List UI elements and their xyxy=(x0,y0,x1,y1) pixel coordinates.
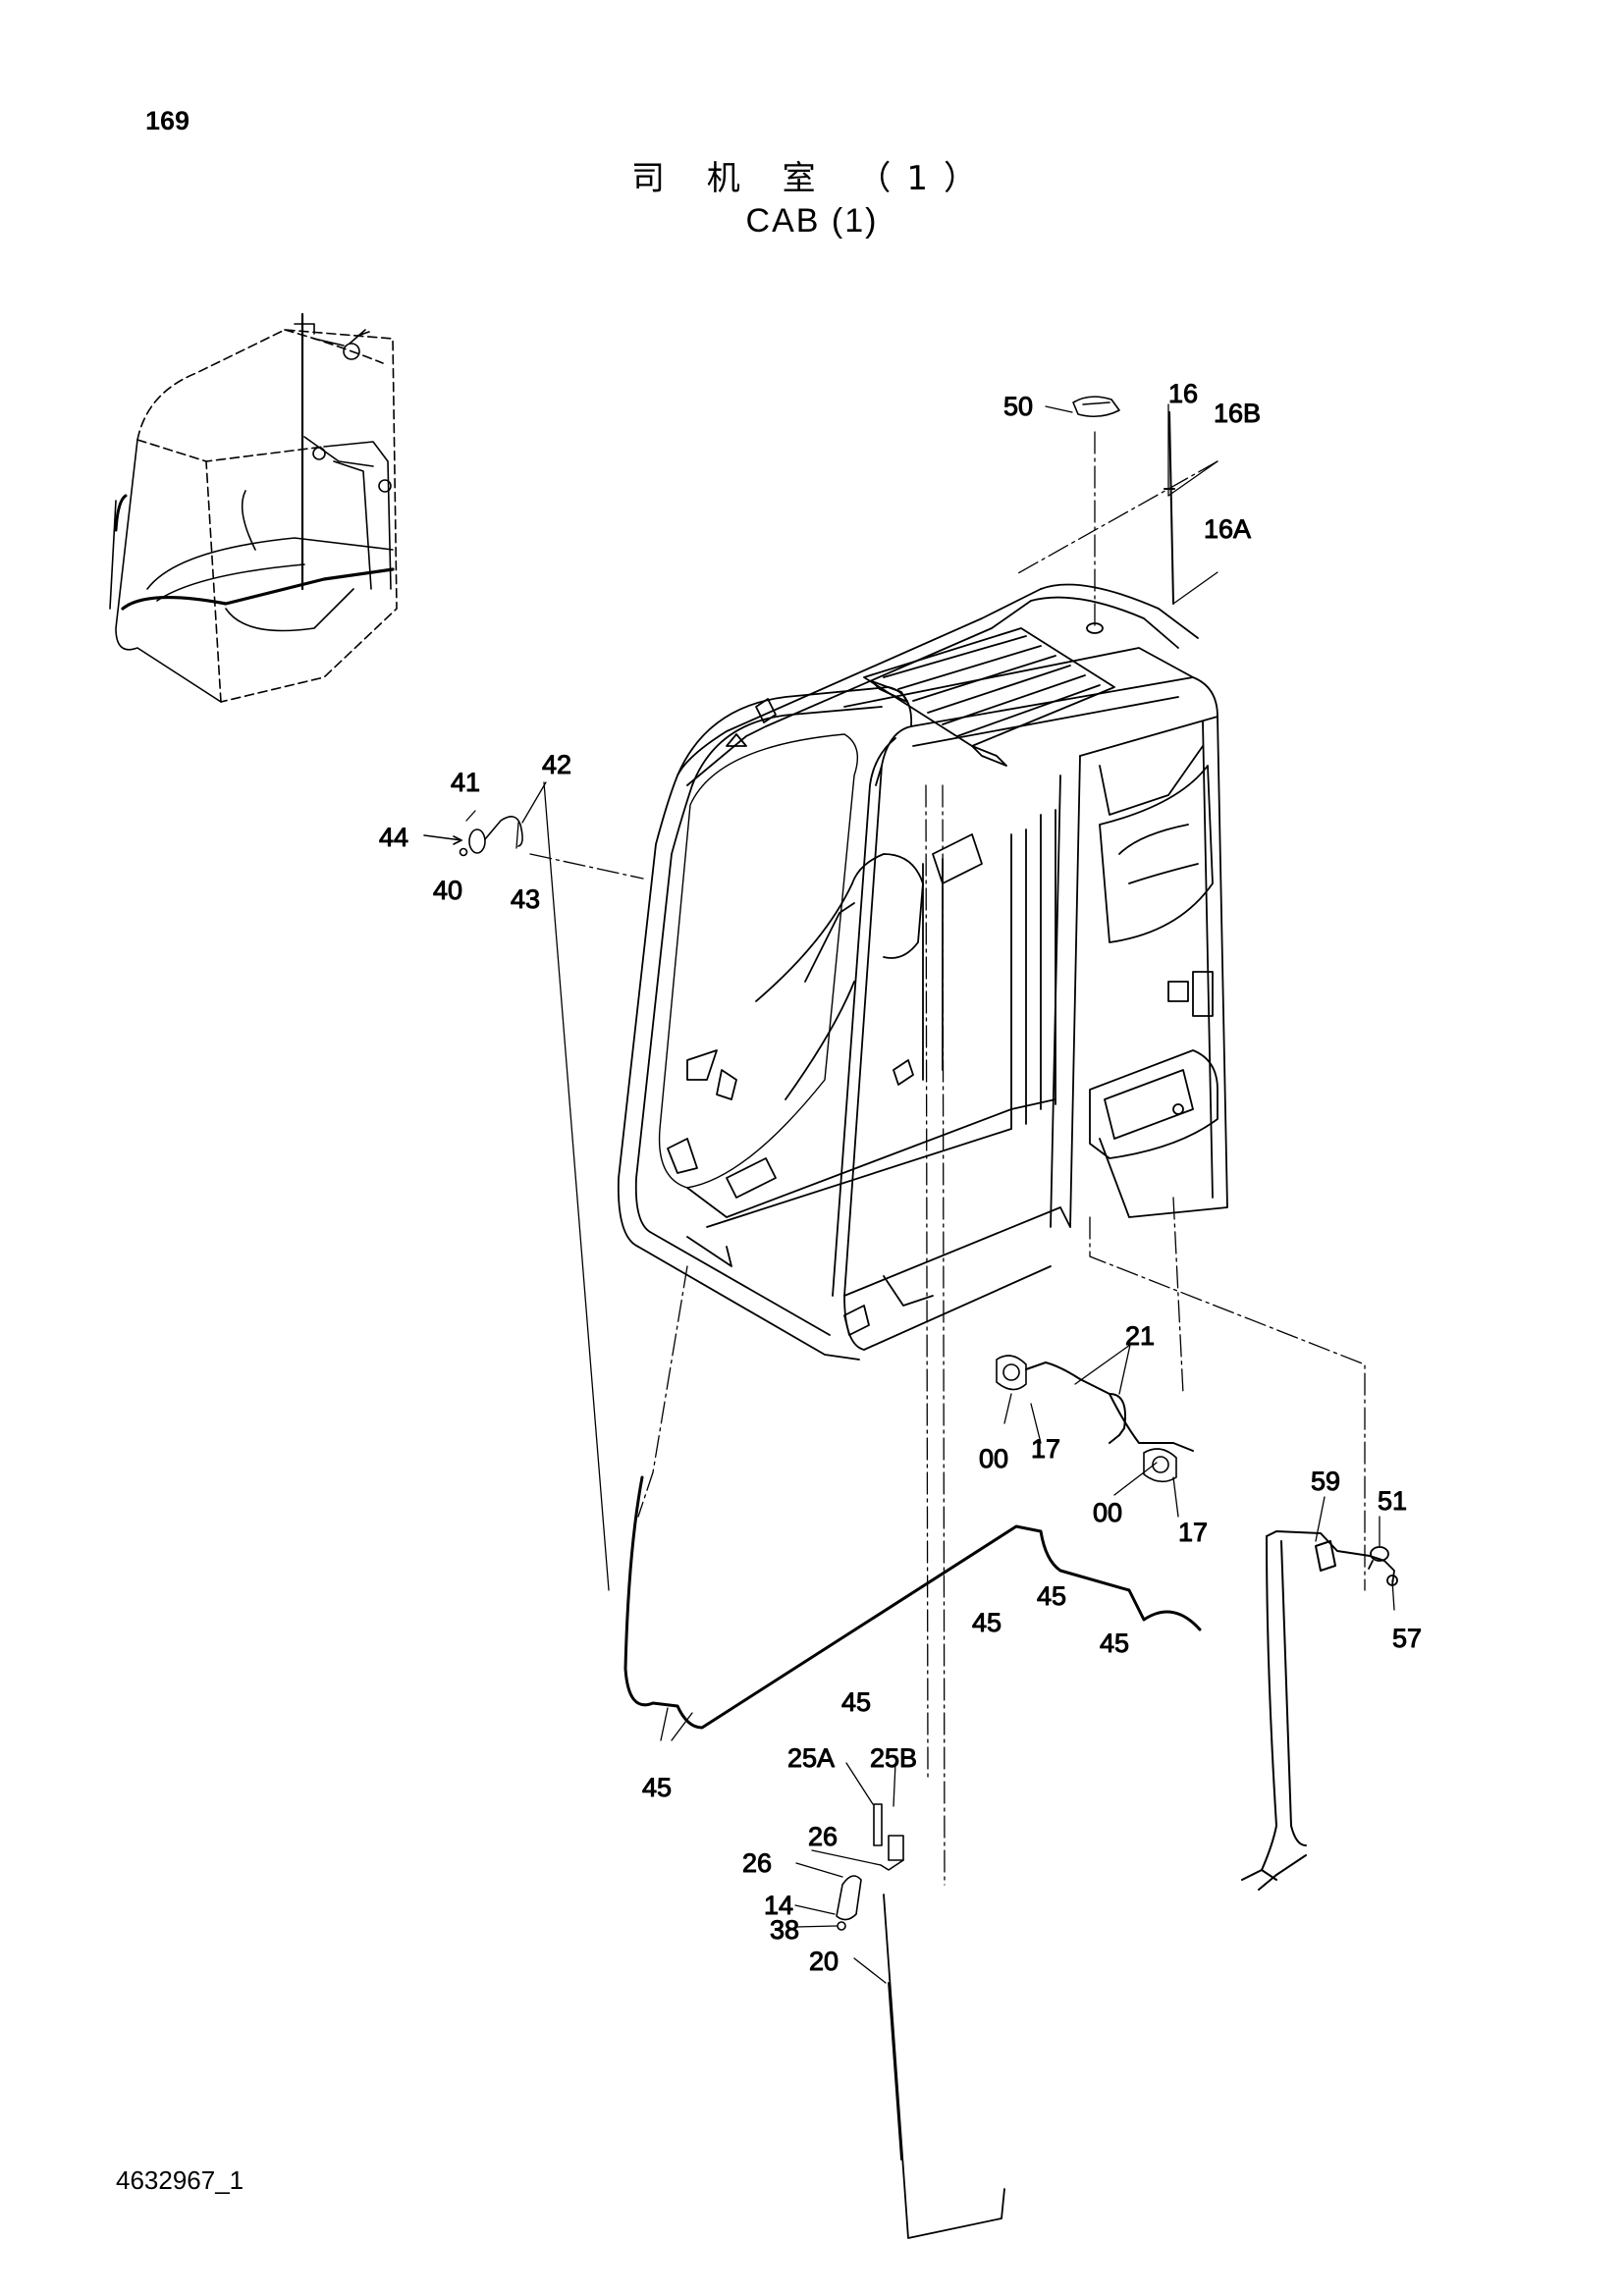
inset-cab-view xyxy=(109,312,398,703)
part-51-connector xyxy=(1368,1546,1389,1570)
part-50-lamp xyxy=(1072,396,1120,418)
callout-42: 42 xyxy=(542,750,571,779)
callout-labels: 50 16 16B 16A 42 41 44 40 43 21 17 00 00… xyxy=(379,379,1423,1977)
callout-51: 51 xyxy=(1378,1486,1407,1516)
part-57-connector xyxy=(1383,1560,1398,1586)
callout-45-b: 45 xyxy=(972,1608,1001,1637)
callout-26-upper: 26 xyxy=(808,1822,838,1851)
part-14-bracket xyxy=(836,1875,862,1931)
callout-38: 38 xyxy=(770,1915,799,1945)
callout-50: 50 xyxy=(1003,392,1033,421)
callout-17-left: 17 xyxy=(1031,1434,1060,1464)
callout-00-left: 00 xyxy=(979,1444,1008,1473)
callout-16: 16 xyxy=(1168,379,1198,408)
callout-57: 57 xyxy=(1392,1624,1422,1653)
document-number: 4632967_1 xyxy=(116,2165,244,2195)
callout-26-lower: 26 xyxy=(742,1848,772,1878)
callout-16b: 16B xyxy=(1214,399,1261,428)
title-chinese: 司 机 室 （1） xyxy=(630,159,994,198)
part-17-speaker-left xyxy=(996,1355,1027,1391)
callout-59: 59 xyxy=(1311,1467,1340,1496)
callout-20: 20 xyxy=(809,1947,839,1976)
part-25-switch xyxy=(873,1803,904,1871)
callout-25b: 25B xyxy=(870,1743,917,1773)
part-17-speaker-right xyxy=(1143,1448,1177,1483)
callout-44: 44 xyxy=(379,823,408,852)
part-45-harness xyxy=(623,1475,1202,1730)
callout-21: 21 xyxy=(1125,1321,1155,1351)
title-english: CAB (1) xyxy=(745,202,879,240)
callout-43: 43 xyxy=(511,884,540,914)
callout-45-a: 45 xyxy=(1037,1581,1066,1611)
part-20-cable xyxy=(883,1894,1005,2239)
callout-leaders xyxy=(465,403,1395,1984)
part-16-antenna xyxy=(1164,411,1175,605)
callout-45-e: 45 xyxy=(642,1773,672,1802)
part-59-harness xyxy=(1241,1530,1385,1891)
part-21-speaker-harness xyxy=(1025,1362,1194,1452)
callout-16a: 16A xyxy=(1204,514,1251,544)
callout-45-d: 45 xyxy=(841,1687,871,1717)
callout-25a: 25A xyxy=(787,1743,835,1773)
leader-lines xyxy=(529,431,1366,1886)
part-41-44-40-43-fitting xyxy=(423,816,523,857)
callout-40: 40 xyxy=(433,876,462,905)
callout-41: 41 xyxy=(451,768,480,797)
callout-17-right: 17 xyxy=(1178,1518,1208,1547)
callout-00-right: 00 xyxy=(1093,1498,1122,1527)
page-number: 169 xyxy=(145,106,190,135)
callout-45-c: 45 xyxy=(1100,1629,1129,1658)
callout-14: 14 xyxy=(764,1891,793,1920)
cab-frame xyxy=(617,583,1228,1361)
